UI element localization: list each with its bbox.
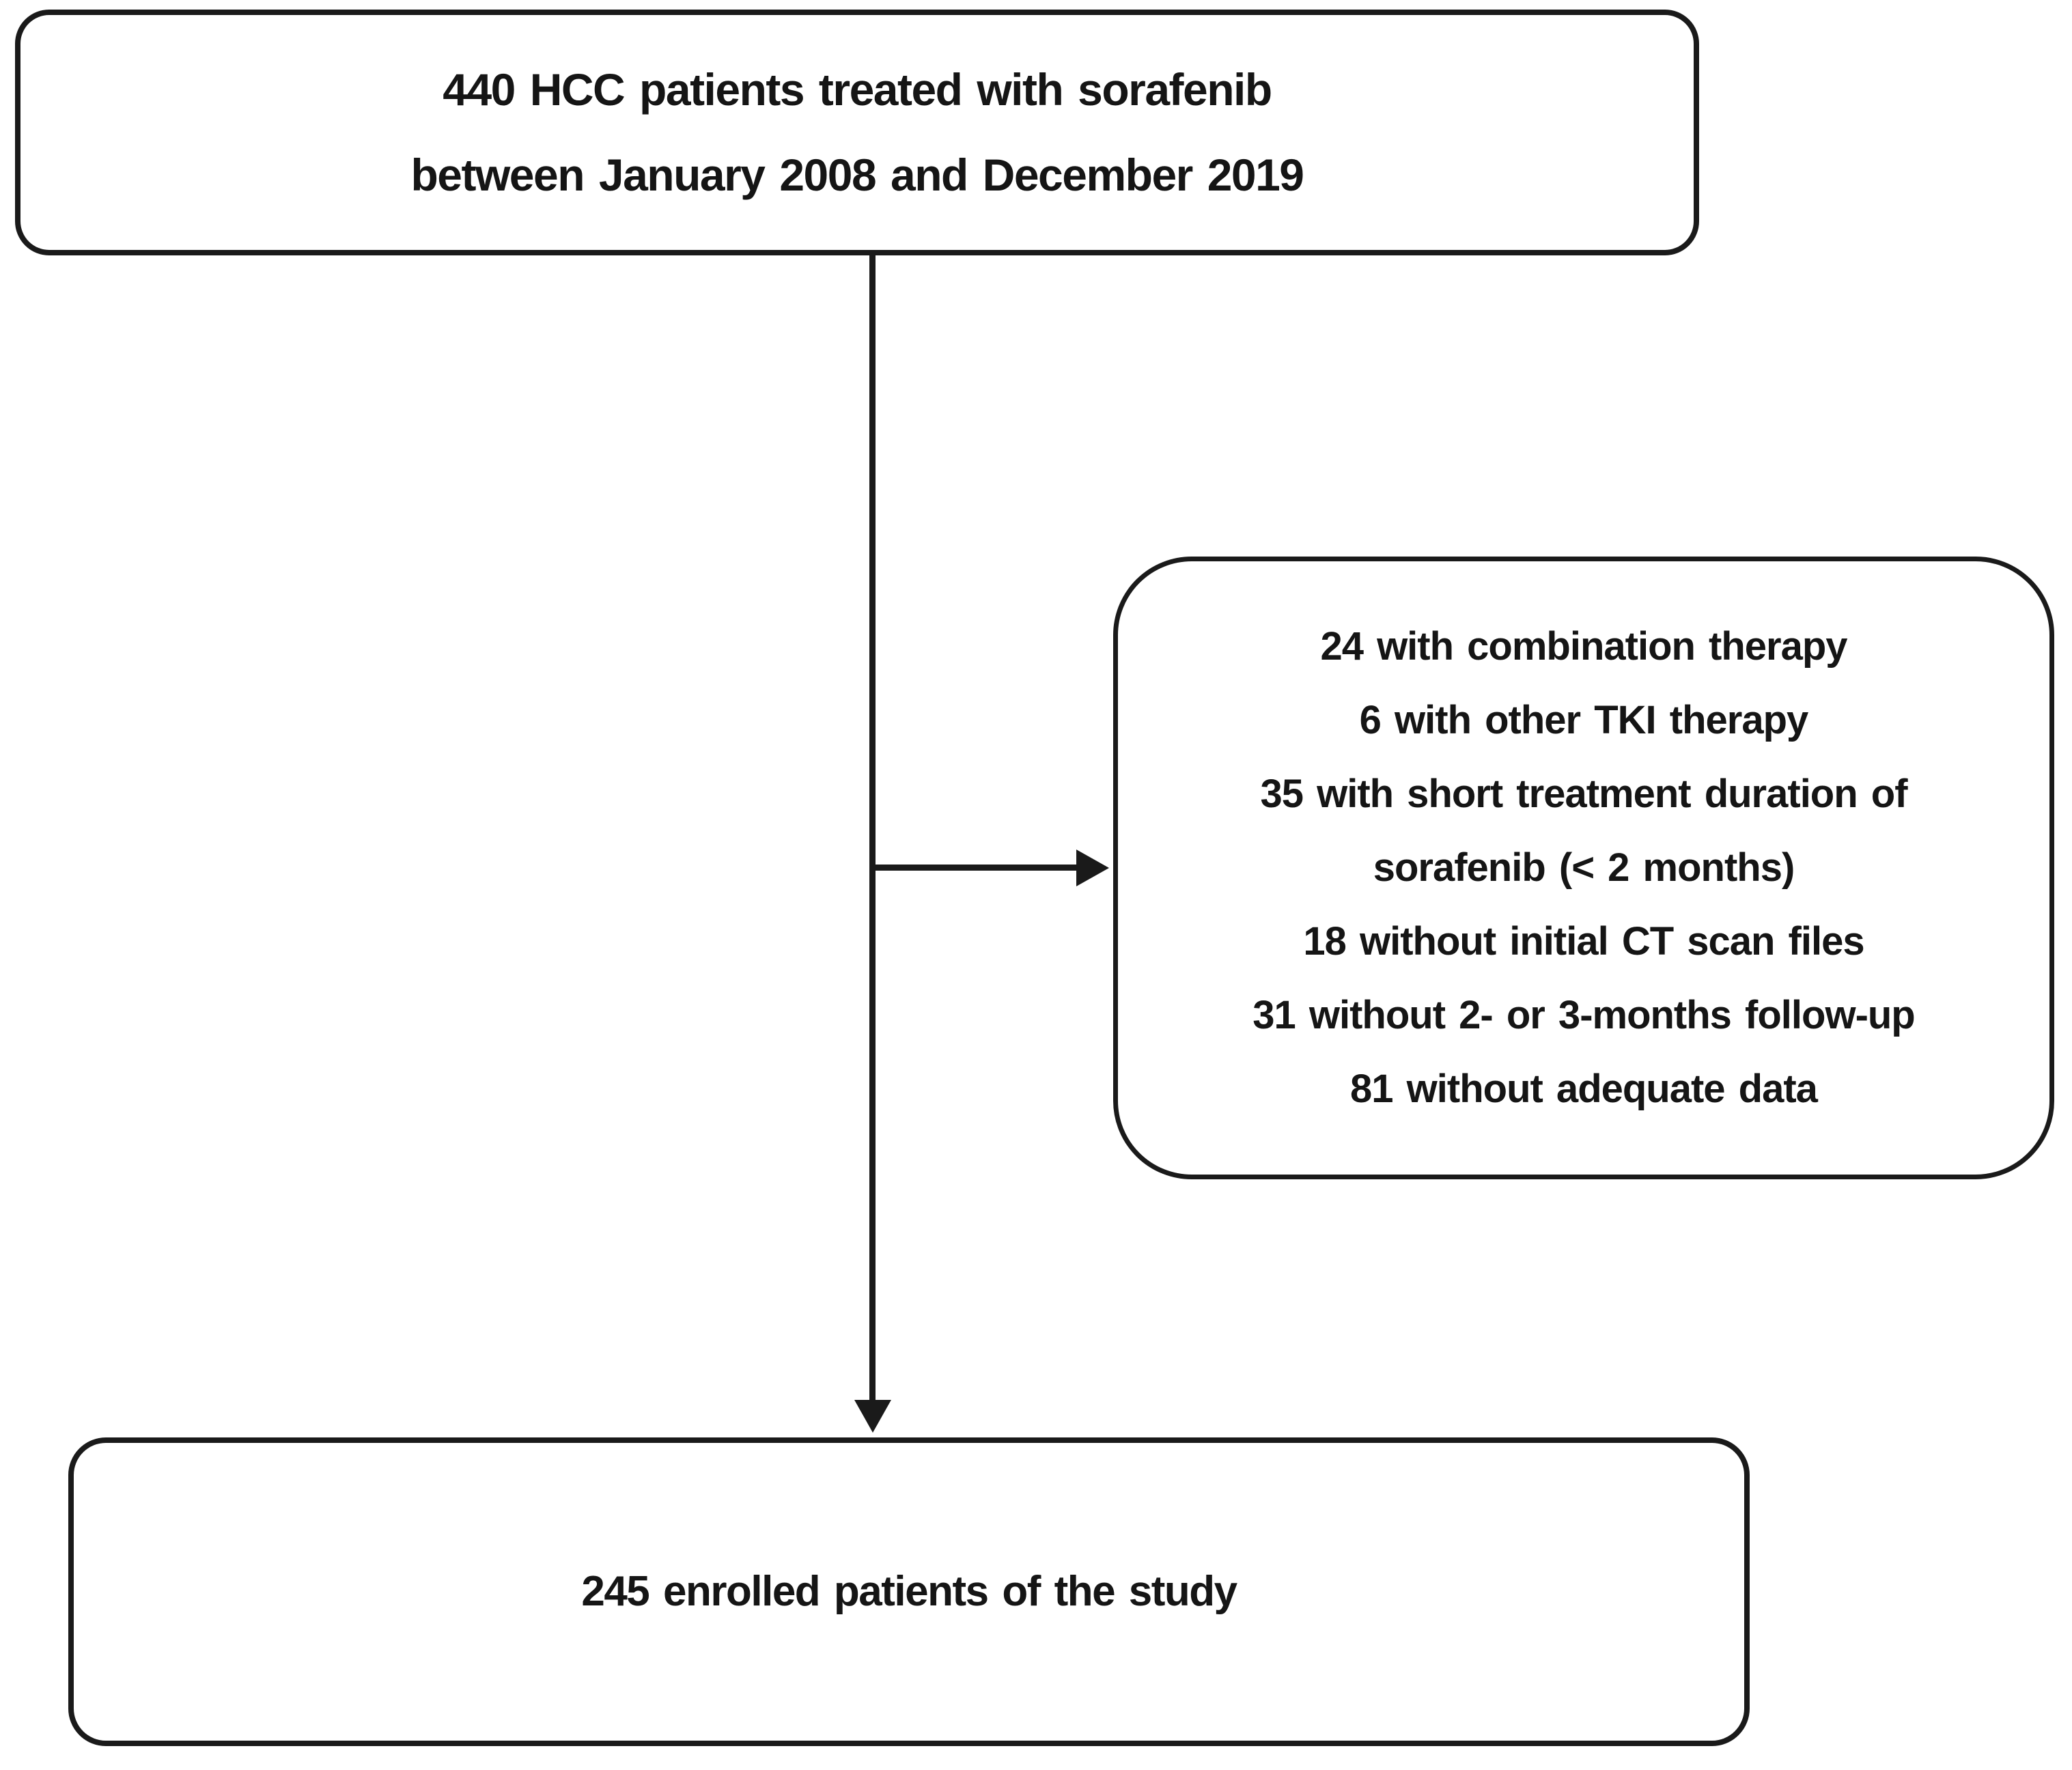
exclusion-box: 24 with combination therapy 6 with other … [1113, 557, 2054, 1179]
box-text-line: 81 without adequate data [1350, 1067, 1818, 1111]
box-text-line: 35 with short treatment duration of [1260, 772, 1907, 816]
connector-vertical-line [869, 255, 876, 1403]
enrolled-patients-box: 245 enrolled patients of the study [68, 1437, 1750, 1746]
enrollment-source-text: 440 HCC patients treated with sorafenib b… [410, 47, 1304, 218]
box-text-line: sorafenib (< 2 months) [1373, 845, 1795, 890]
exclusion-text: 24 with combination therapy 6 with other … [1252, 610, 1915, 1126]
box-text-line: 440 HCC patients treated with sorafenib [443, 64, 1272, 115]
box-text-line: 6 with other TKI therapy [1359, 698, 1809, 742]
enrollment-source-box: 440 HCC patients treated with sorafenib b… [15, 10, 1699, 255]
arrow-down-icon [854, 1400, 891, 1433]
box-text-line: 24 with combination therapy [1320, 624, 1847, 669]
box-text-line: 18 without initial CT scan files [1303, 919, 1864, 964]
box-text-line: 31 without 2- or 3-months follow-up [1252, 993, 1915, 1037]
box-text-line: between January 2008 and December 2019 [410, 150, 1304, 200]
enrolled-patients-text: 245 enrolled patients of the study [581, 1554, 1237, 1629]
arrow-right-icon [1076, 849, 1109, 886]
box-text-line: 245 enrolled patients of the study [581, 1568, 1237, 1615]
connector-horizontal-line [872, 865, 1078, 871]
